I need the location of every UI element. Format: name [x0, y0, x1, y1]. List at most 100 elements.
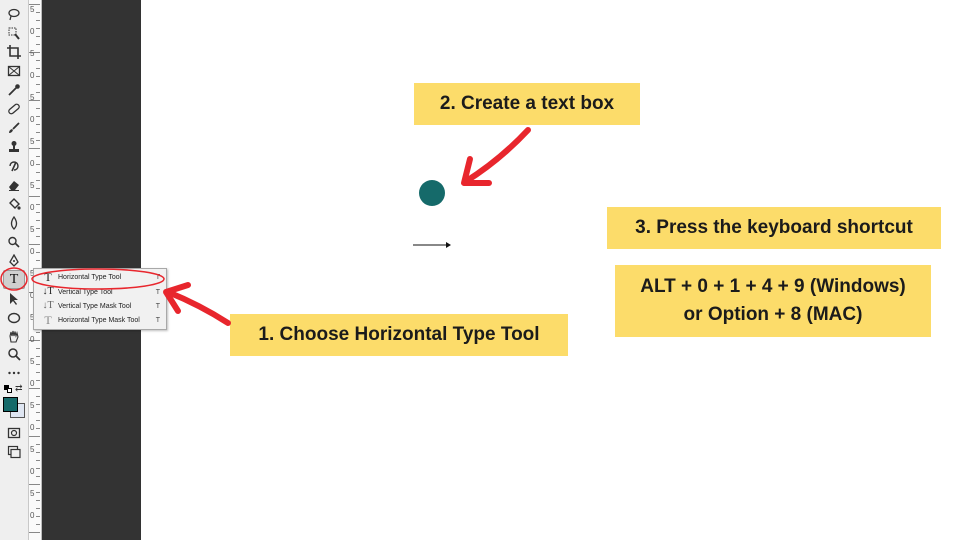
- type-tool-icon[interactable]: T: [3, 270, 25, 289]
- ruler-tick: [36, 356, 40, 357]
- ruler-number: 0: [30, 115, 35, 124]
- healing-brush-tool-icon[interactable]: [3, 100, 25, 117]
- ruler-number: 5: [30, 5, 35, 14]
- ruler-tick: [29, 436, 40, 437]
- ruler-tick: [36, 420, 40, 421]
- quick-selection-tool-icon[interactable]: [3, 24, 25, 41]
- step-1-arrow: [163, 282, 231, 326]
- ruler-tick: [36, 220, 40, 221]
- ruler-tick: [36, 180, 40, 181]
- ruler-number: 5: [30, 489, 35, 498]
- flyout-item-shortcut: T: [155, 302, 160, 310]
- screen-mode-icon[interactable]: [3, 443, 25, 460]
- history-brush-tool-icon[interactable]: [3, 157, 25, 174]
- ruler-number: 0: [30, 423, 35, 432]
- swap-colors-icon[interactable]: ⇄: [15, 383, 23, 393]
- ruler-tick: [29, 532, 40, 533]
- flyout-item-horizontal-type-mask-tool[interactable]: T Horizontal Type Mask Tool T: [34, 313, 166, 327]
- brush-tool-icon[interactable]: [3, 119, 25, 136]
- flyout-item-vertical-type-tool[interactable]: ↓T Vertical Type Tool T: [34, 285, 166, 299]
- eyedropper-tool-icon[interactable]: [3, 81, 25, 98]
- ruler-tick: [36, 444, 40, 445]
- crop-tool-icon[interactable]: [3, 43, 25, 60]
- flyout-item-label: Vertical Type Mask Tool: [58, 302, 132, 310]
- ruler-tick: [29, 196, 40, 197]
- clone-stamp-tool-icon[interactable]: [3, 138, 25, 155]
- ruler-tick: [36, 12, 40, 13]
- ruler-number: 5: [30, 181, 35, 190]
- frame-tool-icon[interactable]: [3, 62, 25, 79]
- horizontal-type-mask-icon: T: [44, 313, 52, 327]
- ruler-tick: [36, 460, 40, 461]
- ruler-tick: [36, 92, 40, 93]
- type-tool-glyph: T: [9, 271, 19, 287]
- ruler-number: 0: [30, 27, 35, 36]
- ruler-tick: [36, 20, 40, 21]
- ruler-number: 5: [30, 137, 35, 146]
- flyout-item-horizontal-type-tool[interactable]: T Horizontal Type Tool T: [34, 270, 166, 284]
- ruler-number: 0: [30, 379, 35, 388]
- paint-bucket-tool-icon[interactable]: [3, 195, 25, 212]
- shortcut-callout: ALT + 0 + 1 + 4 + 9 (Windows) or Option …: [615, 265, 931, 337]
- ruler-tick: [36, 36, 40, 37]
- path-selection-tool-icon[interactable]: [3, 290, 25, 307]
- ruler-tick: [36, 492, 40, 493]
- quick-mask-icon[interactable]: [3, 424, 25, 441]
- ruler-number: 0: [30, 467, 35, 476]
- ruler-tick: [36, 348, 40, 349]
- ruler-tick: [36, 156, 40, 157]
- zoom-tool-icon[interactable]: [3, 345, 25, 362]
- ruler-tick: [36, 364, 40, 365]
- ruler-tick: [29, 388, 40, 389]
- ruler-tick: [36, 164, 40, 165]
- text-baseline-marker: [413, 242, 451, 248]
- text-insertion-point-dot: [419, 180, 445, 206]
- lasso-tool-icon[interactable]: [3, 5, 25, 22]
- ruler-number: 5: [30, 357, 35, 366]
- ruler-number: 0: [30, 335, 35, 344]
- step-2-text: 2. Create a text box: [439, 93, 615, 114]
- ruler-tick: [36, 28, 40, 29]
- flyout-item-vertical-type-mask-tool[interactable]: ↓T Vertical Type Mask Tool T: [34, 299, 166, 313]
- ruler-tick: [36, 380, 40, 381]
- ruler-tick: [36, 116, 40, 117]
- ruler-tick: [36, 500, 40, 501]
- ruler-tick: [36, 332, 40, 333]
- vertical-type-icon: ↓T: [42, 286, 54, 297]
- eraser-tool-icon[interactable]: [3, 176, 25, 193]
- default-colors-icon[interactable]: [4, 385, 12, 393]
- ruler-tick: [36, 468, 40, 469]
- ruler-tick: [36, 412, 40, 413]
- hand-tool-icon[interactable]: [3, 327, 25, 344]
- more-tools-icon[interactable]: [3, 364, 25, 381]
- ruler-tick: [36, 132, 40, 133]
- foreground-color-swatch[interactable]: [3, 397, 18, 412]
- ruler-tick: [36, 508, 40, 509]
- ellipse-tool-icon[interactable]: [3, 309, 25, 326]
- ruler-number: 5: [30, 314, 34, 322]
- shortcut-windows-text: ALT + 0 + 1 + 4 + 9 (Windows): [640, 276, 906, 297]
- flyout-item-label: Horizontal Type Tool: [58, 273, 122, 281]
- ruler-number: 0: [30, 247, 35, 256]
- pen-tool-icon[interactable]: [3, 252, 25, 269]
- ruler-tick: [29, 148, 40, 149]
- ruler-number: 5: [30, 445, 35, 454]
- ruler-tick: [36, 524, 40, 525]
- blur-tool-icon[interactable]: [3, 214, 25, 231]
- ruler-number: 5: [30, 225, 35, 234]
- ruler-tick: [29, 4, 40, 5]
- ruler-tick: [36, 68, 40, 69]
- ruler-tick: [29, 340, 40, 341]
- step-2-arrow: [461, 127, 531, 186]
- ruler-number: 0: [30, 511, 35, 520]
- ruler-tick: [29, 100, 40, 101]
- ruler-number: 0: [30, 203, 35, 212]
- ruler-tick: [36, 140, 40, 141]
- ruler-tick: [36, 60, 40, 61]
- vertical-type-mask-icon: ↓T: [42, 300, 54, 311]
- ruler-tick: [29, 52, 40, 53]
- ruler-tick: [36, 428, 40, 429]
- ruler-number: 0: [30, 292, 34, 300]
- ruler-tick: [29, 244, 40, 245]
- dodge-tool-icon[interactable]: [3, 233, 25, 250]
